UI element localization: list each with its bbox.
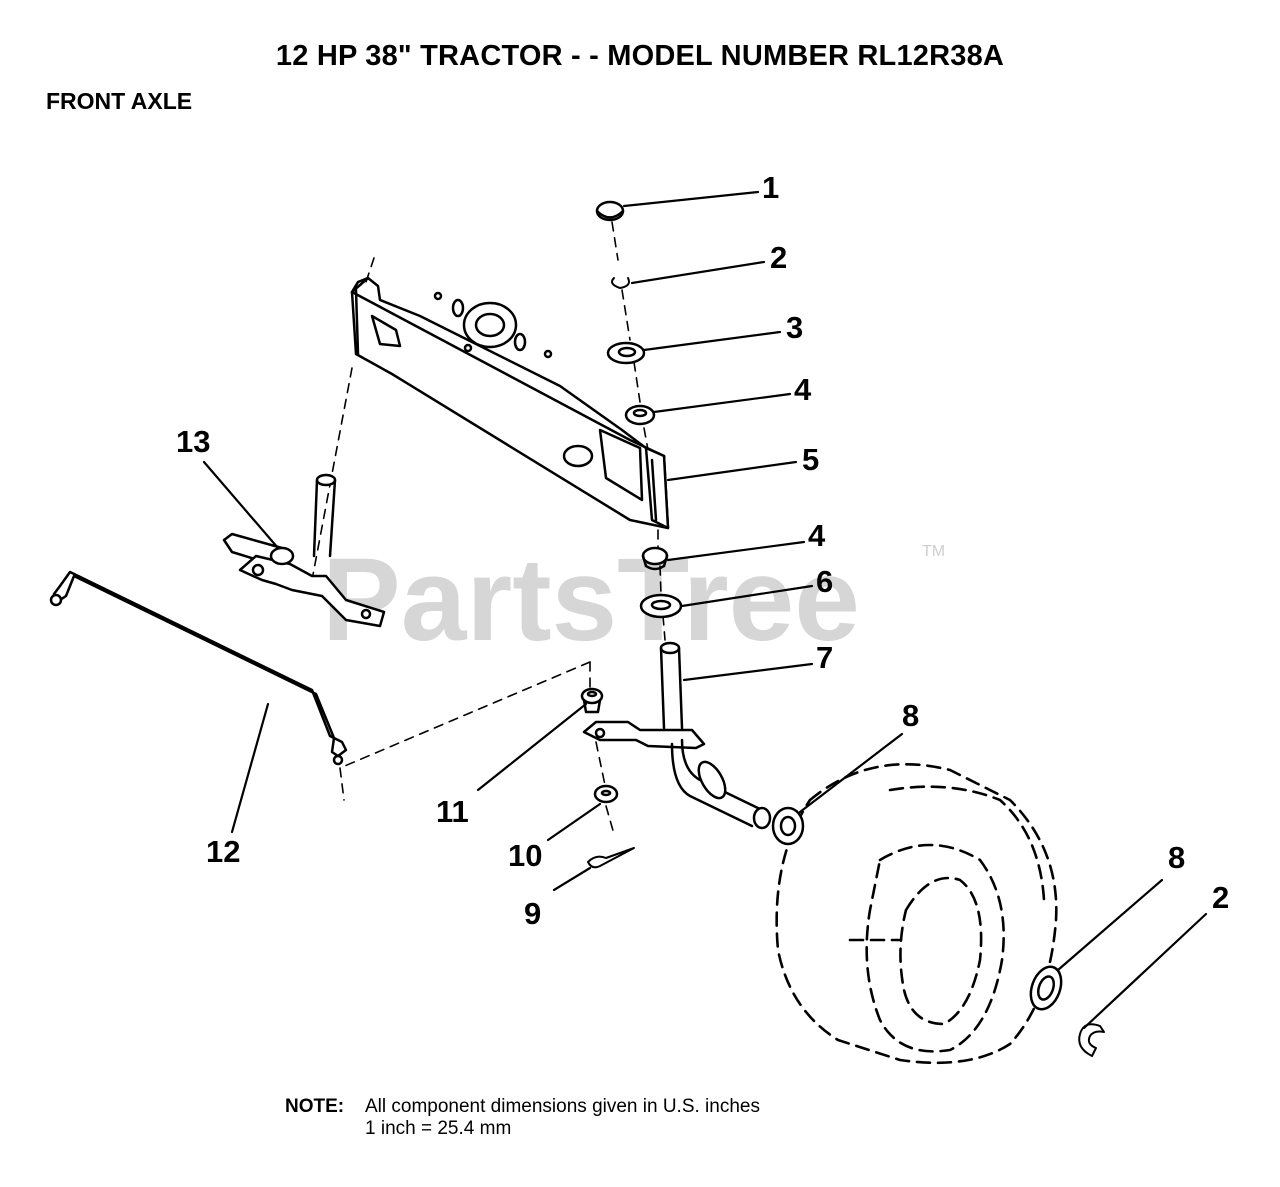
watermark-tm: TM bbox=[922, 543, 945, 560]
callout-13: 13 bbox=[176, 424, 210, 459]
callout-1: 1 bbox=[762, 170, 779, 205]
callout-9: 9 bbox=[524, 896, 541, 931]
watermark-text: PartsTree bbox=[322, 534, 860, 666]
part-bushing-small bbox=[580, 687, 604, 714]
part-washer-outer-top bbox=[771, 806, 805, 846]
part-spindle-left bbox=[222, 473, 386, 628]
callout-12: 12 bbox=[206, 834, 240, 869]
part-cotter-pin bbox=[587, 847, 635, 869]
note-line-2: 1 inch = 25.4 mm bbox=[365, 1118, 512, 1139]
section-title: FRONT AXLE bbox=[46, 88, 193, 114]
part-e-ring-bottom bbox=[1078, 1023, 1105, 1057]
part-e-ring-top bbox=[611, 277, 630, 289]
callout-10: 10 bbox=[508, 838, 542, 873]
callout-8-bottom: 8 bbox=[1168, 840, 1185, 875]
callout-2-top: 2 bbox=[770, 240, 787, 275]
leader-lines bbox=[202, 190, 1208, 1030]
part-washer bbox=[639, 593, 683, 619]
part-axle-beam bbox=[350, 276, 670, 530]
part-bushing-top bbox=[624, 404, 656, 426]
part-spindle-right bbox=[582, 641, 772, 830]
page-title: 12 HP 38" TRACTOR - - MODEL NUMBER RL12R… bbox=[275, 40, 1005, 72]
part-washer-large bbox=[606, 341, 646, 365]
note-label: NOTE: bbox=[285, 1096, 345, 1117]
callout-8-top: 8 bbox=[902, 698, 919, 733]
part-tire bbox=[775, 763, 1058, 1065]
callout-7: 7 bbox=[816, 640, 833, 675]
callout-2-bottom: 2 bbox=[1212, 880, 1229, 915]
callout-3: 3 bbox=[786, 310, 803, 345]
dimension-note: NOTE: All component dimensions given in U… bbox=[285, 1096, 760, 1140]
callout-5: 5 bbox=[802, 442, 819, 477]
callout-4-bottom: 4 bbox=[808, 518, 826, 553]
callout-11: 11 bbox=[436, 794, 469, 829]
part-cap bbox=[595, 200, 625, 222]
part-drag-link bbox=[49, 570, 348, 766]
callout-4-top: 4 bbox=[794, 372, 812, 407]
part-washer-small bbox=[593, 784, 619, 804]
callout-6: 6 bbox=[816, 564, 833, 599]
note-line-1: All component dimensions given in U.S. i… bbox=[365, 1096, 760, 1117]
part-washer-outer-bottom bbox=[1029, 965, 1063, 1011]
part-bushing-bottom bbox=[641, 546, 669, 571]
